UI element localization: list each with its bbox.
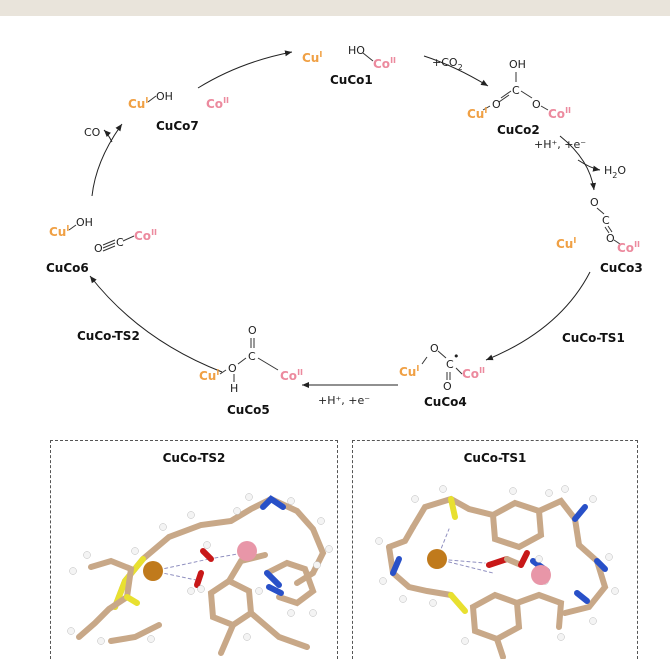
svg-text:CoII: CoII [617,240,640,255]
svg-text:CoII: CoII [206,96,229,111]
svg-text:C: C [512,84,520,97]
step-h-e-2: +H⁺, +e⁻ [318,394,370,407]
svg-text:O: O [430,342,439,355]
label-cuco1: CuCo1 [330,73,373,87]
svg-text:O: O [492,98,501,111]
svg-text:C: C [602,214,610,227]
species-cuco4: O C • O CuI CoII CuCo4 [399,342,485,409]
label-cuco7: CuCo7 [156,119,199,133]
arrow-6-to-7 [91,123,123,197]
arrow-7-to-1 [197,50,293,89]
svg-text:O: O [606,232,615,245]
svg-text:C: C [248,350,256,363]
svg-text:O: O [590,196,599,209]
panel-ts2-structure: CuCo-TS2 [50,440,338,659]
step-h-e-1: +H⁺, +e⁻ [534,138,586,151]
h2o-product: H2O [604,164,626,180]
svg-text:CuI: CuI [49,224,69,239]
species-cuco6: CuI OH O C CoII CuCo6 [46,216,157,275]
label-cuco6: CuCo6 [46,261,89,275]
panel-ts2-title: CuCo-TS2 [162,451,226,465]
species-cuco7: CuI OH CoII CuCo7 [128,90,229,133]
arrow-1-to-2 [423,55,489,87]
label-cuco2: CuCo2 [497,123,540,137]
svg-text:•: • [453,350,460,363]
step-add-co2: +CO2 [432,56,463,72]
species-cuco1: CuI HO CoII CuCo1 [302,44,396,87]
svg-text:O: O [443,380,452,393]
label-ts2: CuCo-TS2 [77,329,140,343]
svg-text:O: O [248,324,257,337]
svg-text:OH: OH [509,58,526,71]
svg-text:CoII: CoII [548,106,571,121]
svg-text:CoII: CoII [134,228,157,243]
svg-text:CoII: CoII [373,56,396,71]
svg-text:CoII: CoII [280,368,303,383]
svg-text:H: H [230,382,238,395]
co-atom [237,541,257,561]
svg-text:OH: OH [76,216,93,229]
arrow-h2o-branch [577,159,601,172]
label-cuco4: CuCo4 [424,395,467,409]
panel-ts1-structure: CuCo-TS1 [352,440,638,659]
svg-text:C: C [446,358,454,371]
svg-text:OH: OH [156,90,173,103]
svg-text:O: O [228,362,237,375]
arrow-co-branch [103,129,113,143]
svg-text:CuI: CuI [199,368,219,383]
top-bar [0,0,670,16]
svg-text:CoII: CoII [462,366,485,381]
species-cuco2: OH C O O CuI CoII CuCo2 [467,58,571,137]
svg-text:O: O [532,98,541,111]
co-product: CO [84,126,101,139]
arrow-5-to-6 [89,275,223,373]
ts2-molecule-render [67,493,333,656]
species-cuco5: O C O H CuI CoII CuCo5 [199,324,303,417]
svg-text:C: C [116,236,124,249]
svg-text:CuI: CuI [399,364,419,379]
arrow-2-to-3 [559,135,597,191]
svg-text:CuI: CuI [556,236,576,251]
svg-text:CuI: CuI [302,50,322,65]
ts1-molecule-render [375,485,619,659]
svg-text:CuI: CuI [467,106,487,121]
label-cuco5: CuCo5 [227,403,270,417]
catalytic-cycle-scheme: CuI HO CoII CuCo1 +CO2 OH C O O CuI CoII… [46,44,643,417]
cu-atom [427,549,447,569]
species-cuco3: O C O CoII CuI CuCo3 [556,196,643,275]
co-atom [531,565,551,585]
svg-text:CuI: CuI [128,96,148,111]
arrow-3-to-4 [485,271,591,361]
svg-text:HO: HO [348,44,365,57]
label-ts1: CuCo-TS1 [562,331,625,345]
panel-ts1-title: CuCo-TS1 [463,451,527,465]
label-cuco3: CuCo3 [600,261,643,275]
svg-text:O: O [94,242,103,255]
cu-atom [143,561,163,581]
